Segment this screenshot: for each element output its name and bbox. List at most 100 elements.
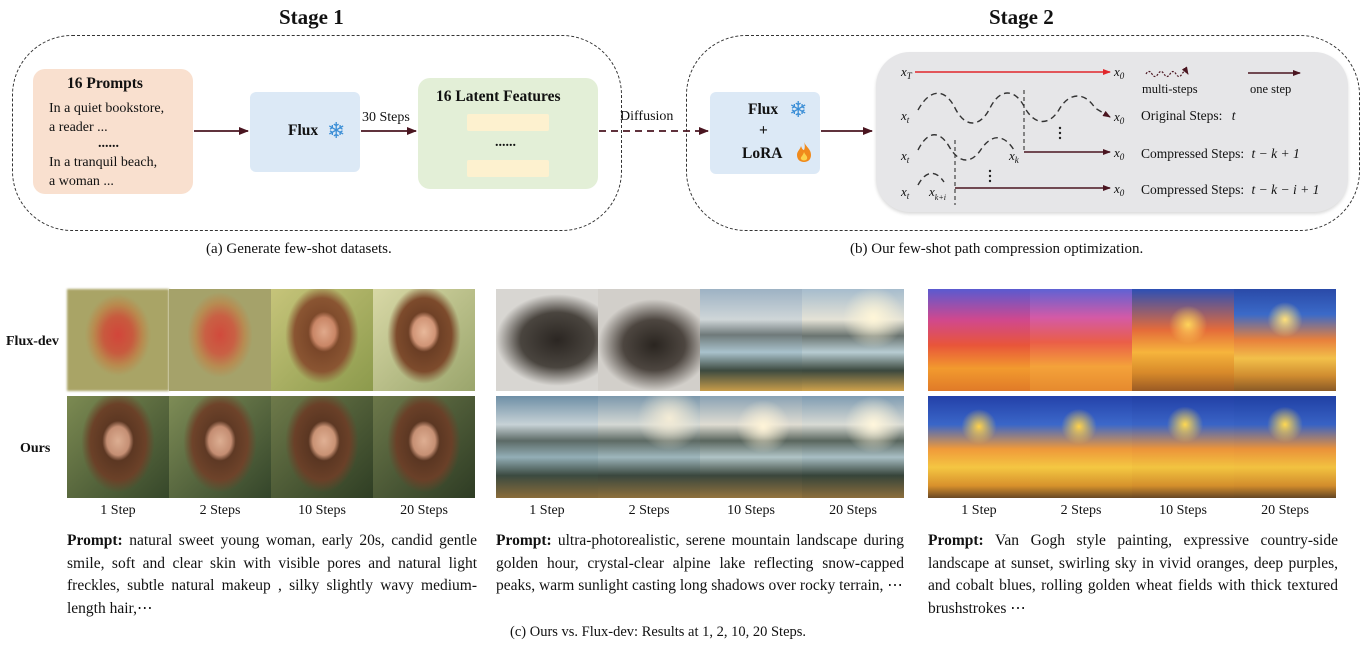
mountain-ours-10step [700,396,802,498]
mountain-ours-2step [598,396,700,498]
stage1-title: Stage 1 [279,5,344,29]
mountain-flux-10step [700,289,802,391]
svg-text:xT: xT [900,64,913,81]
step-label-g2-4: 20 Steps [829,503,877,518]
plus-label: + [759,122,768,139]
prompt-vangogh-text: Van Gogh style painting, expressive coun… [928,532,1338,617]
svg-text:xt: xt [900,148,910,165]
step-label-g2-3: 10 Steps [727,503,775,518]
prompt-prefix: Prompt: [496,532,552,549]
svg-text:xk: xk [1008,148,1020,165]
fire-icon [797,142,811,162]
svg-text:x0: x0 [1113,109,1125,126]
mountain-flux-20step [802,289,904,391]
step-label-g3-4: 20 Steps [1261,503,1309,518]
row-compressed2-text: Compressed Steps: t − k − i + 1 [1141,182,1319,198]
snowflake-icon: ❄ [789,97,808,122]
step-label-g1-4: 20 Steps [400,503,448,518]
portrait-ours-1step [67,396,169,498]
legend-multi-label: multi-steps [1142,82,1198,96]
portrait-flux-2step [169,289,271,391]
mountain-flux-1step [496,289,598,391]
prompt-dots: ...... [98,136,119,151]
step-label-g2-1: 1 Step [529,503,565,518]
portrait-flux-1step [67,289,169,391]
row-compressed2-math: t − k − i + 1 [1251,182,1320,197]
row-label-flux-dev: Flux-dev [6,334,59,349]
svg-text:x0: x0 [1113,64,1125,81]
steps-label: 30 Steps [362,110,410,125]
step-label-g2-2: 2 Steps [628,503,670,518]
prompt-line-2: a reader ... [49,120,108,135]
flux-label: Flux [288,122,319,139]
legend-one-label: one step [1250,82,1292,96]
prompt-vangogh: Prompt: Van Gogh style painting, express… [928,530,1338,620]
snowflake-icon: ❄ [327,118,346,143]
original-path [917,92,1111,124]
portrait-flux-10step [271,289,373,391]
prompt-prefix: Prompt: [928,532,984,549]
mountain-ours-1step [496,396,598,498]
comparison-caption: (c) Ours vs. Flux-dev: Results at 1, 2, … [510,624,807,640]
prompt-line-3: In a tranquil beach, [49,155,158,170]
vangogh-ours-2step [1030,396,1132,498]
latent-slot-2 [467,160,549,177]
vangogh-ours-1step [928,396,1030,498]
step-label-g1-3: 10 Steps [298,503,346,518]
row-original-math: t [1231,108,1236,123]
prompt-mountain: Prompt: ultra-photorealistic, serene mou… [496,530,904,598]
row-compressed2-label: Compressed Steps: [1141,182,1245,197]
vangogh-flux-2step [1030,289,1132,391]
prompts-title: 16 Prompts [67,75,143,92]
stage1-frame [12,35,622,231]
latent-slot-1 [467,114,549,131]
row-original-label: Original Steps: [1141,108,1223,123]
compressed-path-2 [917,172,945,186]
step-label-g1-2: 2 Steps [199,503,241,518]
latent-dots: ...... [495,135,516,150]
portrait-flux-20step [373,289,475,391]
portrait-ours-2step [169,396,271,498]
flux-lora-box: Flux ❄ + LoRA [710,92,820,174]
step-label-g3-1: 1 Step [961,503,997,518]
vangogh-ours-20step [1234,396,1336,498]
row-compressed1-math: t − k + 1 [1251,146,1300,161]
diffusion-label: Diffusion [620,109,674,124]
prompt-line-1: In a quiet bookstore, [49,101,165,116]
prompt-line-4: a woman ... [49,174,114,189]
vangogh-flux-20step [1234,289,1336,391]
svg-text:x0: x0 [1113,145,1125,162]
svg-text:xt: xt [900,184,910,201]
flux-lora-flux-label: Flux [748,101,779,118]
prompt-mountain-text: ultra-photorealistic, serene mountain la… [496,532,905,594]
latent-box: 16 Latent Features ...... [418,78,598,189]
step-label-g3-3: 10 Steps [1159,503,1207,518]
row-compressed1-text: Compressed Steps: t − k + 1 [1141,146,1300,162]
stage2-title: Stage 2 [989,5,1054,29]
step-label-g3-2: 2 Steps [1060,503,1102,518]
row-original-text: Original Steps: t [1141,108,1236,124]
stage2-caption: (b) Our few-shot path compression optimi… [850,241,1144,257]
prompt-portrait-text: natural sweet young woman, early 20s, ca… [67,532,478,617]
svg-text:x0: x0 [1113,181,1125,198]
prompt-portrait: Prompt: natural sweet young woman, early… [67,530,477,620]
row-label-ours: Ours [20,441,51,456]
prompt-prefix: Prompt: [67,532,123,549]
mountain-ours-20step [802,396,904,498]
svg-text:xk+i: xk+i [928,184,946,202]
portrait-ours-10step [271,396,373,498]
vangogh-flux-10step [1132,289,1234,391]
stage2-frame [686,35,1360,231]
lora-label: LoRA [742,145,783,162]
mountain-flux-2step [598,289,700,391]
legend-multi-steps [1145,66,1189,78]
stage1-caption: (a) Generate few-shot datasets. [206,241,392,257]
flux-box: Flux ❄ [250,92,360,172]
svg-text:xt: xt [900,108,910,125]
portrait-ours-20step [373,396,475,498]
compressed-path-1 [917,134,1015,161]
prompts-box: 16 Prompts In a quiet bookstore, a reade… [33,69,193,194]
vangogh-flux-1step [928,289,1030,391]
vangogh-ours-10step [1132,396,1234,498]
row-compressed1-label: Compressed Steps: [1141,146,1245,161]
